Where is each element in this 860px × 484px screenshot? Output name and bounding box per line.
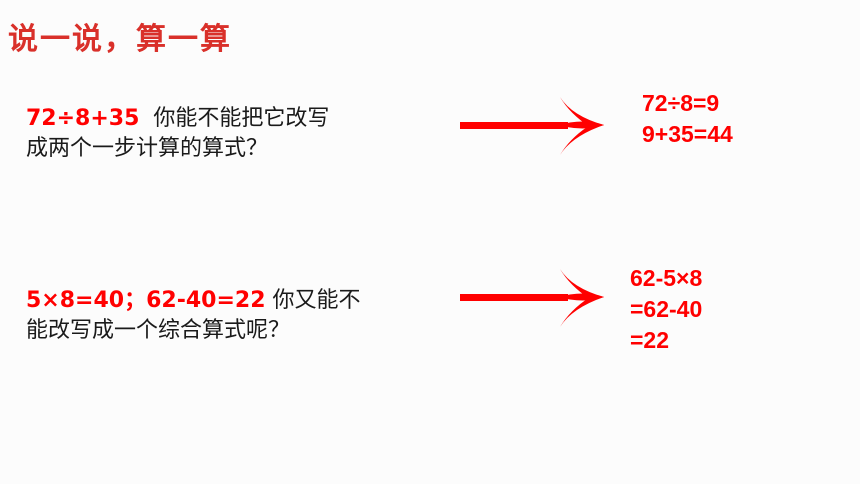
question-2-line-2: 能改写成一个综合算式呢？: [26, 318, 291, 343]
answer-2-line-3: =22: [630, 327, 670, 353]
question-1-line-2: 成两个一步计算的算式？: [26, 136, 269, 161]
question-1-line-1: 72÷8+35 你能不能把它改写: [26, 104, 329, 134]
question-1-expression: 72÷8+35: [26, 106, 140, 131]
question-1: 72÷8+35 你能不能把它改写 成两个一步计算的算式？: [26, 104, 329, 164]
answer-1: 72÷8=9 9+35=44: [642, 88, 733, 150]
question-2-text: 你又能不: [265, 288, 361, 313]
answer-2-line-2: =62-40: [630, 296, 703, 322]
answer-1-line-2: 9+35=44: [642, 121, 733, 147]
question-2: 5×8=40；62-40=22 你又能不 能改写成一个综合算式呢？: [26, 286, 361, 346]
right-arrow-icon: [460, 97, 604, 155]
answer-2-line-1: 62-5×8: [630, 265, 703, 291]
question-2-line-1: 5×8=40；62-40=22 你又能不: [26, 286, 361, 316]
question-2-expression: 5×8=40；62-40=22: [26, 288, 266, 313]
page-title: 说一说，算一算: [8, 22, 232, 57]
answer-2: 62-5×8 =62-40 =22: [630, 263, 702, 356]
answer-1-line-1: 72÷8=9: [642, 90, 720, 116]
right-arrow-icon: [460, 269, 604, 327]
question-1-text: 你能不能把它改写: [139, 106, 330, 131]
